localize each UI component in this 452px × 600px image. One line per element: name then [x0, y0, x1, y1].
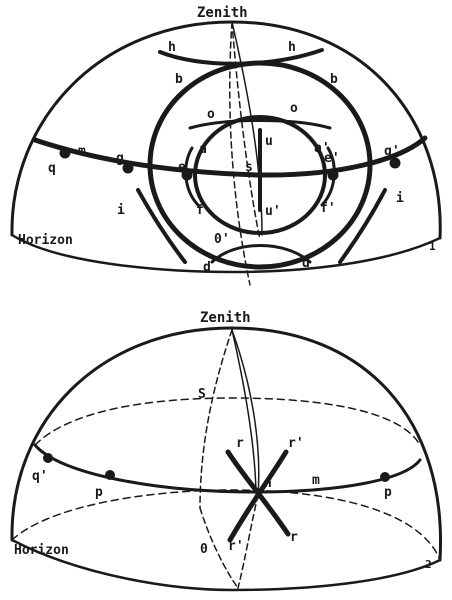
label-h-left: h — [168, 40, 176, 55]
label-i-right: i — [396, 191, 404, 206]
mock-sun-e-left — [181, 169, 193, 181]
horizon-label-1: Horizon — [18, 233, 73, 248]
label-r-top: r — [236, 436, 244, 451]
parhelic-back-dashed — [34, 397, 421, 446]
label-f-left: f — [196, 203, 204, 218]
label-u-top: u — [265, 134, 273, 149]
meridian-dashed-2 — [229, 21, 251, 286]
label-f-right: f' — [320, 201, 336, 216]
label-b-left: b — [175, 72, 183, 87]
meridian-dashed-2d — [237, 494, 259, 589]
arc-r-ascending — [227, 449, 289, 543]
label-0-prime: 0' — [214, 232, 230, 247]
label-i-left: i — [117, 203, 125, 218]
figure-1 — [10, 20, 442, 286]
label-u-bottom: u' — [265, 204, 281, 219]
label-m-2: m — [312, 473, 320, 488]
label-n: n — [264, 476, 272, 491]
label-d-left: d — [203, 260, 211, 275]
halo-circle-inner — [193, 115, 327, 235]
label-h-right: h — [288, 40, 296, 55]
meridian-dashed-2c — [199, 507, 239, 589]
meridian-dashed-2b — [231, 329, 260, 496]
label-r-bottom: r' — [228, 539, 244, 554]
halo-arc-i-left — [136, 188, 187, 264]
zenith-label-1: Zenith — [197, 5, 248, 21]
label-r-bottom-right: r — [290, 530, 298, 545]
horizon-label-2: Horizon — [14, 543, 69, 558]
figure-2 — [10, 326, 443, 592]
parhelic-circle — [32, 135, 428, 178]
halo-arc-h — [158, 48, 324, 66]
dome-outline-2 — [10, 326, 443, 562]
figure-2-labels: Zenith Horizon 2 S r r' q' p n m p 0 r' … — [14, 310, 432, 571]
meridian-dashed-2a — [199, 329, 233, 509]
label-p-left: p — [95, 485, 103, 500]
figure-number-2: 2 — [425, 558, 432, 571]
halo-arc-o — [188, 119, 332, 130]
label-g-right: g' — [384, 144, 400, 159]
label-r-top-right: r' — [288, 436, 304, 451]
marker-p-right — [380, 472, 390, 482]
label-0-2: 0 — [200, 542, 208, 557]
zenith-label-2: Zenith — [200, 310, 251, 326]
label-q: q — [48, 161, 56, 176]
halo-arc-d — [210, 244, 312, 264]
figure-number-1: 1 — [429, 240, 436, 253]
meridian-dashed-1 — [231, 21, 261, 241]
label-s: s — [245, 160, 253, 175]
label-a-left: a — [199, 142, 207, 157]
label-a-right: a' — [314, 141, 330, 156]
horizon-front-2 — [10, 538, 442, 592]
horizon-back-2 — [11, 489, 441, 561]
mock-sun-g-left — [122, 162, 134, 174]
figure-1-labels: Zenith Horizon 1 h h b b o o u u' a a' q… — [18, 5, 436, 275]
label-e-left: e — [178, 160, 186, 175]
mock-sun-q — [59, 147, 71, 159]
label-b-right: b — [330, 72, 338, 87]
marker-p-left — [105, 470, 115, 480]
label-g-left: g — [116, 151, 124, 166]
horizon-line-1 — [10, 233, 442, 274]
marker-q — [43, 453, 53, 463]
label-m: m — [78, 144, 86, 159]
label-e-right: e' — [324, 151, 340, 166]
label-q-prime: q' — [32, 469, 48, 484]
label-o-right: o — [290, 101, 298, 116]
label-p-right: p — [384, 485, 392, 500]
arc-r-descending — [225, 449, 291, 537]
mock-sun-g-right — [389, 157, 401, 169]
meridian-solid-2e — [231, 329, 257, 493]
label-d-right: d — [302, 256, 310, 271]
label-o-left: o — [207, 107, 215, 122]
mock-sun-e-right — [327, 169, 339, 181]
halo-arc-i-right — [338, 188, 387, 264]
label-S: S — [198, 387, 206, 402]
